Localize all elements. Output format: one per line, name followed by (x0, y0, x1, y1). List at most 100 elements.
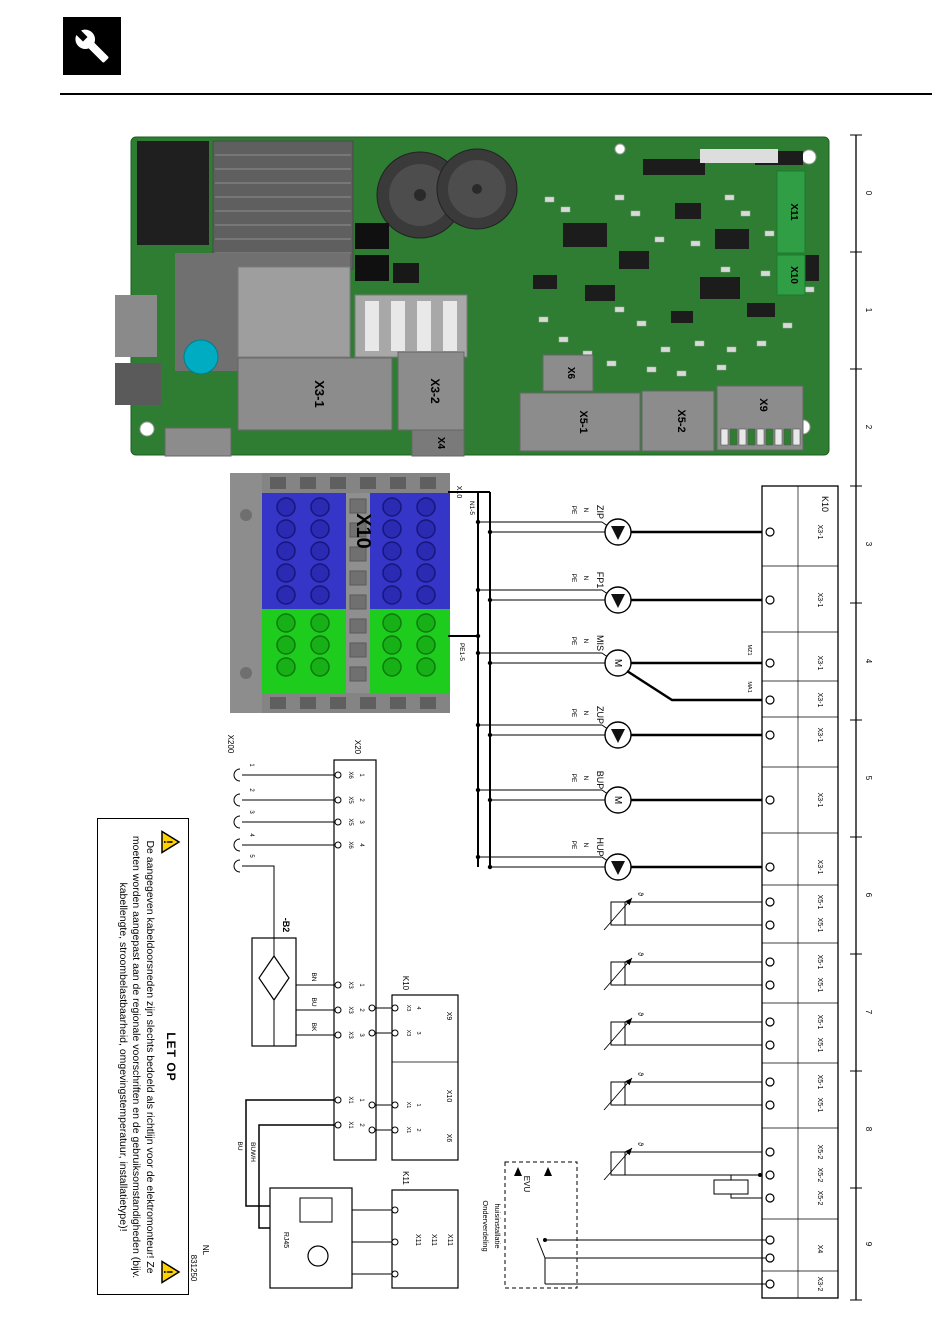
pe-label: PE (570, 841, 577, 850)
load-circuits: ZIP PE N FP1 PE N M (475, 505, 766, 881)
k11-port-x11: X11 (430, 1234, 437, 1246)
mounting-hole (139, 421, 155, 437)
mounting-hole (614, 143, 626, 155)
k10-board: K10 X3 4 X3 3 X1 1 X1 2 X9 X10 X6 (391, 976, 459, 1161)
patch-cable: BU BUWH (236, 1099, 334, 1229)
circuit-zip: ZIP PE N (475, 505, 766, 546)
subpanel-label-line2: huisinstallatie (493, 1203, 502, 1248)
terminal-block-photo: X10 (230, 473, 450, 713)
k10-terminal-strip: K10 X3-1 X3-1 X3-1 X3-1 X3-1 X3-1 X3-1 X… (761, 485, 839, 1299)
x200-pin-number: 4 (248, 833, 254, 837)
temp-sensor: ϑ (603, 1072, 766, 1111)
x20-pin-conn: X3 (347, 1006, 353, 1014)
load-label-zip: ZIP (595, 505, 605, 519)
ruler-mark: 4 (864, 659, 873, 664)
x20-pin-conn: X6 (347, 771, 353, 779)
top-cap (262, 473, 450, 493)
circuit-zup: ZUP PE N (475, 706, 766, 749)
circuit-fp1: FP1 PE N (475, 572, 766, 614)
n-label: N (582, 576, 589, 581)
pcb-label-x4: X4 (435, 437, 446, 450)
neutral-bus-label: N1-5 (468, 501, 475, 515)
rj45-label: RJ45 (282, 1232, 289, 1248)
k10-terminal-label: X3-1 (816, 525, 823, 540)
ruler-mark: 3 (864, 542, 873, 547)
supply-bus: X10 N1-5 PE1-5 (448, 486, 491, 867)
ruler-mark: 9 (864, 1242, 873, 1247)
x20-pin-no: 3 (358, 820, 364, 824)
x9-terminal-strip (720, 428, 801, 446)
k11-board: K11 X11 X11 X11 (391, 1171, 459, 1289)
load-label-mis: MIS (595, 635, 605, 651)
doc-lang: NL (201, 1245, 210, 1256)
wire-label-bn: BN (310, 972, 317, 981)
load-label-zup: ZUP (595, 706, 605, 724)
k10-board-title: K10 (401, 976, 410, 991)
motor-m: M (612, 796, 623, 804)
evu-section: EVU Onderverdeling huisinstallatie (481, 1161, 766, 1289)
cable-label-buwh: BUWH (249, 1142, 256, 1162)
k10-terminal-label: X3-1 (816, 793, 823, 808)
warning-exclamation: ! (162, 840, 176, 844)
pe-label: PE (570, 574, 577, 583)
evu-label: EVU (522, 1176, 531, 1193)
k10-terminal-label: X5-1 (816, 895, 823, 910)
k11-port-x11: X11 (414, 1234, 421, 1246)
x10-connector (776, 254, 806, 296)
load-label-hup: HUP (595, 837, 605, 856)
load-label-fp1: FP1 (595, 572, 605, 589)
x20-pin-conn: X5 (347, 796, 353, 804)
k10-pin-no: 2 (415, 1128, 421, 1131)
load-label-bup: BUP (595, 771, 605, 790)
x200-pin-number: 3 (248, 810, 254, 814)
theta-label: ϑ (636, 1142, 643, 1146)
k10-terminal-label: X3-1 (816, 728, 823, 743)
pcb-label-x11: X11 (788, 203, 799, 221)
k10-pin-no: 3 (415, 1031, 421, 1034)
pump-triangle (611, 526, 625, 540)
sensor-circuits: ϑ ϑ ϑ ϑ (603, 892, 766, 1199)
warning-triangle-icon: ! (162, 830, 181, 854)
n-label: N (582, 843, 589, 848)
k10-terminal-label: X3-1 (816, 656, 823, 671)
k10-pin-no: 4 (415, 1006, 421, 1009)
x11-connector (776, 170, 806, 254)
k11-board-title: K11 (401, 1171, 410, 1185)
pcb-label-x9: X9 (757, 398, 769, 411)
pe-label: PE (570, 709, 577, 718)
pump-triangle (611, 594, 625, 608)
pcb-label-x3-1: X3-1 (312, 380, 327, 407)
circuit-hup: HUP PE N (475, 837, 766, 881)
wrench-icon (75, 29, 109, 63)
electrolytic-capacitors (376, 148, 518, 239)
k10-terminal-label: X5-2 (816, 1145, 823, 1160)
relays (355, 223, 419, 283)
screw (240, 667, 252, 679)
pe-label: PE (570, 774, 577, 783)
ruler: 0 1 2 3 4 5 6 7 8 9 (850, 134, 873, 1301)
k10-terminal-label: X3-1 (816, 693, 823, 708)
pcb-photo: X3-1 X3-2 X4 X6 X5-1 X5-2 X9 X11 X10 (115, 136, 830, 457)
pe-label: PE (570, 506, 577, 515)
x200-title: X200 (226, 735, 235, 754)
pe-label: PE (570, 637, 577, 646)
bridge-component (713, 1173, 766, 1199)
evu-arrow (544, 1167, 552, 1176)
doc-number: NL 831250 (189, 1245, 210, 1282)
warning-triangle-icon: ! (162, 1260, 181, 1284)
x200-pin-number: 2 (248, 788, 254, 792)
wire-label-bk: BK (310, 1023, 317, 1032)
temp-sensor: ϑ (603, 1012, 766, 1051)
supply-source-label: X10 (455, 486, 462, 499)
k10-terminal-label: X5-1 (816, 955, 823, 970)
theta-label: ϑ (636, 1072, 643, 1076)
mis-out-b-label: MA1 (746, 681, 752, 692)
warning-header: ! LET OP ! (158, 830, 184, 1284)
motor-m: M (612, 659, 623, 667)
x20-connector: X20 X6 1 X5 2 X5 3 X6 4 X3 1 X3 2 X3 3 X… (333, 740, 392, 1161)
k10-pin-conn: X1 (405, 1127, 411, 1134)
k10-terminal-label: X5-1 (816, 918, 823, 933)
k10-terminal-label: X5-1 (816, 1075, 823, 1090)
